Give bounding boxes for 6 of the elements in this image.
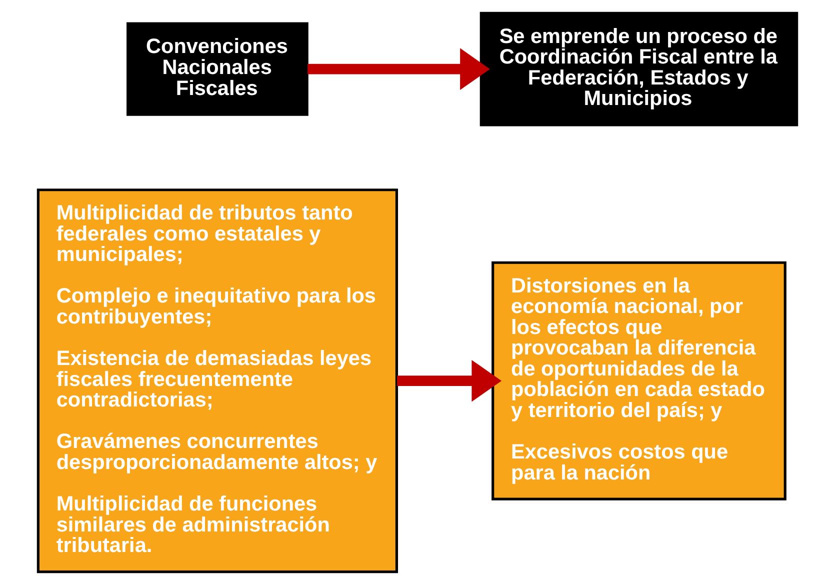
- arrow: [397, 360, 502, 402]
- node-box: Convenciones Nacionales Fiscales: [126, 22, 308, 116]
- arrow: [308, 48, 490, 90]
- node-box: Multiplicidad de tributos tanto federales como estatales y municipales; Complejo e inequitativo para los contribuyentes; Existencia de demasiadas leyes fiscales frecuentemente contradictorias; Gravámenes concurrentes desproporcionadamente altos; y Multiplicidad de funciones similares de administración tributaria.: [36, 188, 398, 574]
- node-box: Se emprende un proceso de Coordinación Fiscal entre la Federación, Estados y Municipios: [480, 12, 798, 126]
- node-box: Distorsiones en la economía nacional, por los efectos que provocaban la diferencia de oportunidades de la población en cada estado y territorio del país; y Excesivos costos que para la nación: [492, 261, 786, 500]
